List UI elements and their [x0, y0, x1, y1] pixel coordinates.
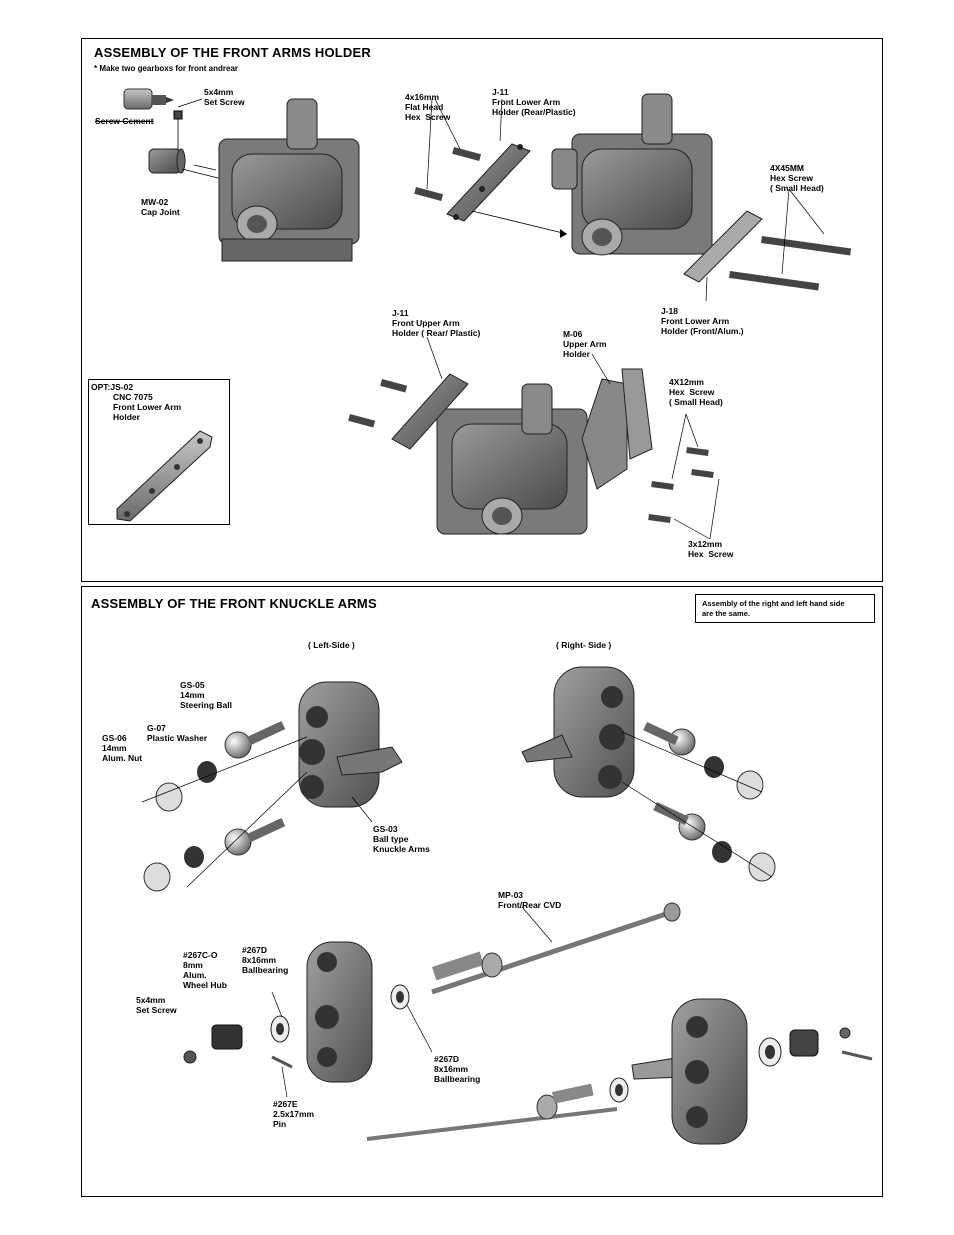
screw-cement-bottle	[123, 88, 174, 110]
label-j18: J-18 Front Lower Arm Holder (Front/Alum.…	[661, 306, 744, 336]
label-pin: #267E 2.5x17mm Pin	[273, 1099, 315, 1129]
label-gs06: GS-06 14mm Alum. Nut	[102, 733, 143, 763]
label-right-side: ( Right- Side )	[556, 640, 612, 650]
front-knuckle-arms-illustration	[141, 666, 873, 1145]
front-knuckle-arms-panel: ASSEMBLY OF THE FRONT KNUCKLE ARMS Assem…	[81, 586, 883, 1197]
label-hex-3x12: 3x12mm Hex Screw	[688, 539, 734, 559]
label-j11-upper: J-11 Front Upper Arm Holder ( Rear/ Plas…	[392, 308, 481, 338]
label-flat-head: 4x16mm Flat Head Hex Screw	[405, 92, 451, 122]
label-screw-cement: Screw Cement	[95, 116, 154, 126]
label-left-side: ( Left-Side )	[308, 640, 355, 650]
label-wheel-hub: #267C-O 8mm Alum. Wheel Hub	[183, 950, 227, 990]
front-arms-holder-panel: ASSEMBLY OF THE FRONT ARMS HOLDER * Make…	[81, 38, 883, 582]
gearbox-1	[218, 98, 360, 262]
opt-description: CNC 7075 Front Lower Arm Holder	[113, 392, 182, 422]
label-m06: M-06 Upper Arm Holder	[563, 329, 607, 359]
opt-holder-part	[116, 430, 213, 522]
lower-arm-holder-plastic	[414, 98, 568, 238]
label-bearing-left: #267D 8x16mm Ballbearing	[242, 945, 289, 975]
label-j11-lower: J-11 Front Lower Arm Holder (Rear/Plasti…	[492, 87, 576, 117]
front-knuckle-arms-title: ASSEMBLY OF THE FRONT KNUCKLE ARMS	[91, 596, 377, 611]
label-gs03: GS-03 Ball type Knuckle Arms	[373, 824, 430, 854]
side-note-text: Assembly of the right and left hand side…	[702, 599, 845, 618]
front-arms-holder-title: ASSEMBLY OF THE FRONT ARMS HOLDER	[94, 45, 371, 60]
label-mw02: MW-02 Cap Joint	[141, 197, 180, 217]
set-screw-part	[173, 98, 203, 120]
gearbox-note: * Make two gearboxs for front andrear	[94, 64, 239, 73]
cap-joint-part	[148, 119, 223, 180]
label-mp03: MP-03 Front/Rear CVD	[498, 890, 562, 910]
side-note-box: Assembly of the right and left hand side…	[695, 594, 875, 623]
label-gs05: GS-05 14mm Steering Ball	[180, 680, 232, 710]
label-set-screw: 5x4mm Set Screw	[136, 995, 177, 1015]
front-arms-holder-illustration	[116, 88, 852, 540]
label-g07: G-07 Plastic Washer	[147, 723, 208, 743]
right-knuckle-arm	[521, 666, 776, 882]
label-set-screw-5x4: 5x4mm Set Screw	[204, 87, 245, 107]
gearbox-2	[551, 93, 713, 256]
label-hex-4x45: 4X45MM Hex Screw ( Small Head)	[770, 163, 824, 193]
opt-code: OPT:JS-02	[91, 382, 134, 392]
lower-arm-holder-alum	[683, 188, 852, 302]
opt-box: OPT:JS-02 CNC 7075 Front Lower Arm Holde…	[88, 379, 230, 525]
left-knuckle-arm	[141, 681, 403, 892]
gearbox-3	[348, 336, 720, 540]
label-hex-4x12: 4X12mm Hex Screw ( Small Head)	[669, 377, 723, 407]
label-bearing-right: #267D 8x16mm Ballbearing	[434, 1054, 481, 1084]
front-cvd-assembly	[183, 902, 873, 1145]
